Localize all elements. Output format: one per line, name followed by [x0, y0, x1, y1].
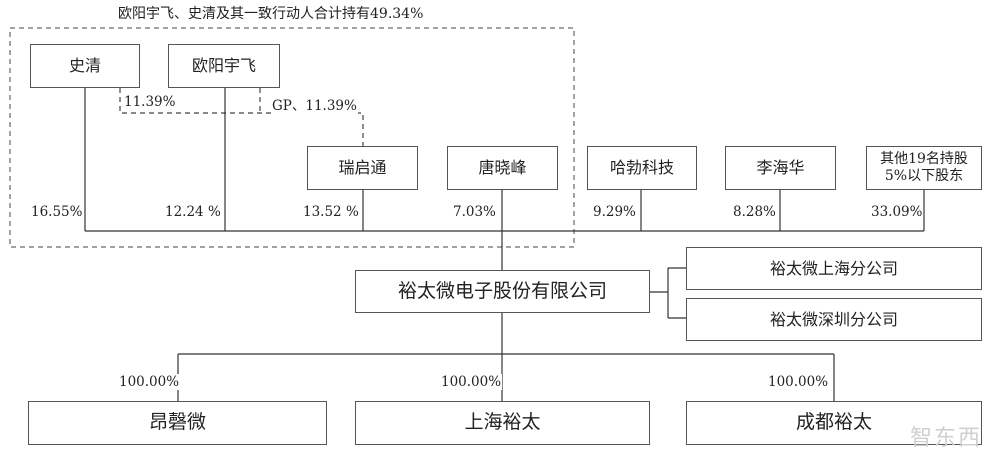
- shi-qing-to-rqt-dashed: [119, 88, 364, 146]
- pct-sub-3: 100.00%: [767, 374, 830, 390]
- branch-shenzhen: 裕太微深圳分公司: [686, 298, 982, 341]
- shareholder-others: 其他19名持股5%以下股东: [866, 146, 982, 190]
- shareholder-shi-qing: 史清: [30, 44, 140, 88]
- pct-rqt: 13.52 %: [302, 204, 360, 220]
- pct-shi-qing-rqt: 11.39%: [123, 94, 177, 110]
- company-box: 裕太微电子股份有限公司: [355, 270, 650, 313]
- pct-shi-qing: 16.55%: [30, 204, 84, 220]
- subsidiary-chengdu-yutai: 成都裕太: [686, 401, 982, 445]
- pct-li: 8.28%: [732, 204, 777, 220]
- shareholder-ouyang-yufei: 欧阳宇飞: [168, 44, 280, 88]
- shareholder-ha-bo-keji: 哈勃科技: [587, 146, 697, 190]
- pct-others: 33.09%: [870, 204, 924, 220]
- pct-ouyang-rqt: GP、11.39%: [271, 94, 358, 114]
- shareholder-tang-xiaofeng: 唐晓峰: [447, 146, 558, 190]
- pct-tang: 7.03%: [452, 204, 497, 220]
- branch-shanghai: 裕太微上海分公司: [686, 247, 982, 290]
- shareholder-li-haihua: 李海华: [725, 146, 836, 190]
- subsidiary-shanghai-yutai: 上海裕太: [355, 401, 650, 445]
- pct-sub-1: 100.00%: [118, 374, 181, 390]
- pct-habo: 9.29%: [592, 204, 637, 220]
- concert-party-caption: 欧阳宇飞、史清及其一致行动人合计持有49.34%: [118, 6, 424, 22]
- shareholder-rui-qi-tong: 瑞启通: [307, 146, 418, 190]
- pct-sub-2: 100.00%: [440, 374, 503, 390]
- watermark-logo: 智东西: [909, 426, 982, 451]
- concert-party-boundary: [9, 27, 575, 248]
- pct-ouyang: 12.24 %: [164, 204, 222, 220]
- subsidiary-ang-qing-wei: 昂磬微: [28, 401, 327, 445]
